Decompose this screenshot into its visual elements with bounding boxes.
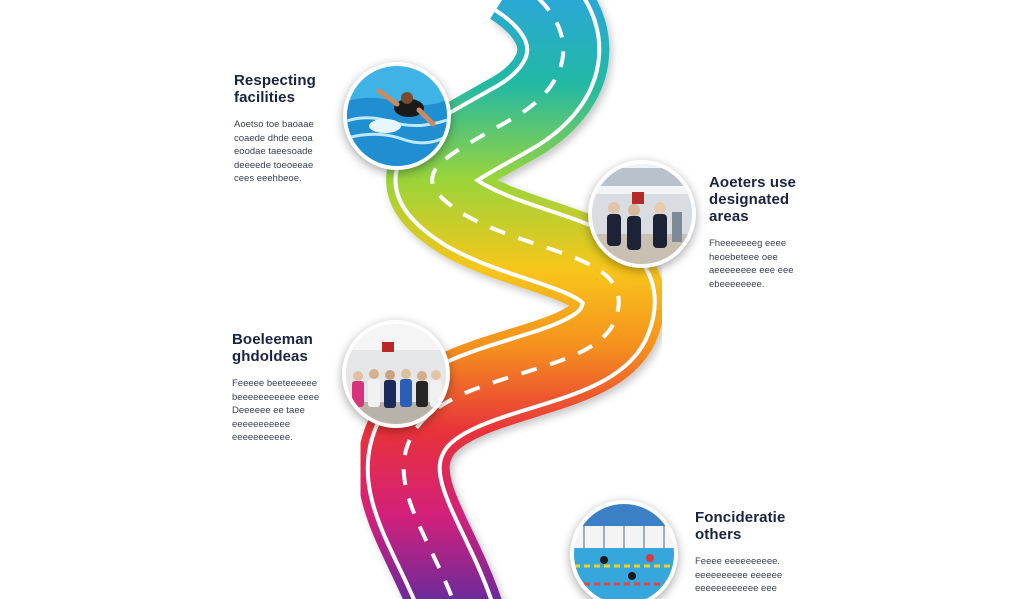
crowd-icon <box>346 324 446 424</box>
photo-people-in-sports-hall <box>588 160 696 268</box>
milestone-considerate-others: Foncideratie others Feeee eeeeeeeeee. ee… <box>695 509 805 599</box>
milestone-title: Foncideratie others <box>695 509 786 543</box>
photo-swimmer-in-pool <box>343 62 451 170</box>
milestone-respecting-facilities: Respecting facilities Aoetso toe baoaae … <box>234 72 344 186</box>
photo-crowd-at-pool-deck <box>342 320 450 428</box>
road-center-dashes <box>401 0 621 599</box>
milestone-title: Aoeters use designated areas <box>709 174 796 225</box>
swimmer-in-pool-icon <box>347 66 447 166</box>
people-in-hall-icon <box>592 164 692 264</box>
photo-swimmers-in-lanes <box>570 500 678 599</box>
milestone-description: Feeeee beeteeeeee beeeeeeeeeee eeee Deee… <box>232 378 320 443</box>
milestone-designated-areas: Aoeters use designated areas Fheeeeeeeg … <box>709 174 819 291</box>
swimmers-lanes-icon <box>574 504 674 599</box>
milestone-guidelines: Boeleeman ghdoldeas Feeeee beeteeeeee be… <box>232 331 342 445</box>
milestone-title: Boeleeman ghdoldeas <box>232 331 313 365</box>
milestone-description: Fheeeeeeeg eeee heoebeteee oee aeeeeeeee… <box>709 238 794 290</box>
milestone-title: Respecting facilities <box>234 72 316 106</box>
milestone-description: Feeee eeeeeeeeee. eeeeeeeeee eeeeee eeee… <box>695 556 783 599</box>
milestone-description: Aoetso toe baoaae coaede dhde eeoa eooda… <box>234 119 314 184</box>
